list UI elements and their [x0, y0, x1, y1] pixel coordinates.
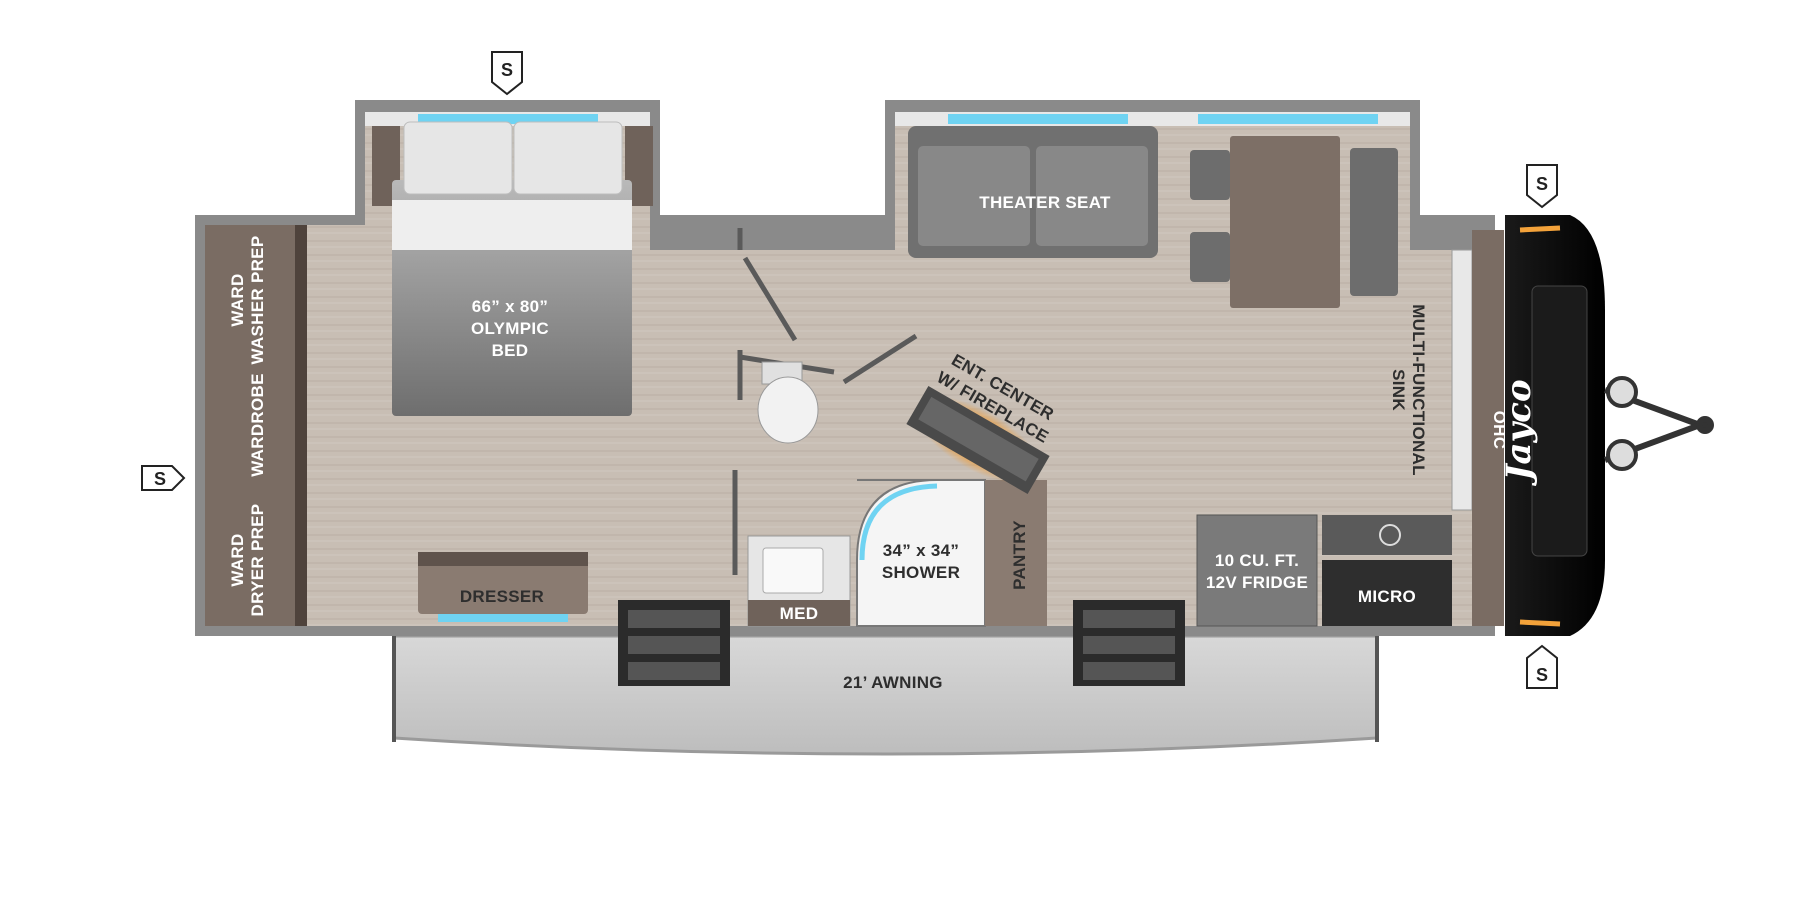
dresser-label: DRESSER: [460, 587, 544, 606]
toilet: [757, 361, 819, 444]
med-label: MED: [780, 604, 819, 623]
fridge-label-1: 10 CU. FT.: [1215, 551, 1299, 570]
ohc-cabinet: [1472, 230, 1504, 626]
ward-dryer-label-2: DRYER PREP: [248, 504, 267, 617]
theater-seat-label: THEATER SEAT: [979, 193, 1111, 212]
sink-label-2: SINK: [1389, 369, 1408, 411]
fridge: [1196, 514, 1318, 627]
brand-logo: Jayco: [1499, 379, 1539, 486]
jack-wheels: [1606, 376, 1638, 471]
bed-label-1: 66” x 80”: [472, 297, 548, 316]
pantry: [985, 480, 1047, 626]
front-cap: [1505, 215, 1605, 636]
awning-label: 21’ AWNING: [843, 673, 943, 692]
slide-marker-front-top: [1526, 164, 1558, 209]
dresser: [418, 552, 588, 614]
fridge-label-2: 12V FRIDGE: [1206, 573, 1308, 592]
slide-marker-rear: [141, 465, 186, 491]
pantry-label: PANTRY: [1010, 520, 1029, 590]
shower: [856, 479, 986, 627]
sink-label-1: MULTI-FUNCTIONAL: [1409, 304, 1428, 476]
vanity: [747, 535, 851, 627]
slide-marker-top-bed-text: S: [501, 60, 513, 80]
ward-dryer-label-1: WARD: [228, 533, 247, 586]
slide-marker-front-top-text: S: [1536, 174, 1548, 194]
ward-washer-label-1: WARD: [228, 273, 247, 326]
bathroom-walls: [732, 228, 918, 575]
theater-seat: [908, 126, 1158, 258]
micro-label: MICRO: [1358, 587, 1416, 606]
slide-marker-front-bottom: [1526, 644, 1558, 689]
ward-washer-label-2: WASHER PREP: [248, 236, 267, 365]
awning: [392, 634, 1379, 756]
windows: [418, 114, 1378, 622]
entertainment-center: [906, 385, 1050, 495]
dinette: [1190, 136, 1398, 308]
bed: [372, 121, 653, 416]
sink-wall: [1451, 249, 1473, 511]
rear-wardrobe: [205, 225, 307, 626]
shower-label-2: SHOWER: [882, 563, 960, 582]
bed-label-2: OLYMPIC: [471, 319, 549, 338]
shower-label-1: 34” x 34”: [883, 541, 959, 560]
slide-marker-front-bottom-text: S: [1536, 665, 1548, 685]
ohc-label: OHC: [1490, 411, 1509, 450]
bed-label-3: BED: [492, 341, 529, 360]
entry-steps-front: [1073, 600, 1185, 686]
slide-marker-rear-text: S: [154, 469, 166, 489]
entry-steps-rear: [618, 600, 730, 686]
slide-marker-top-bed: [491, 51, 523, 96]
wardrobe-label: WARDROBE: [248, 373, 267, 476]
kitchen-counter: [1322, 515, 1452, 626]
